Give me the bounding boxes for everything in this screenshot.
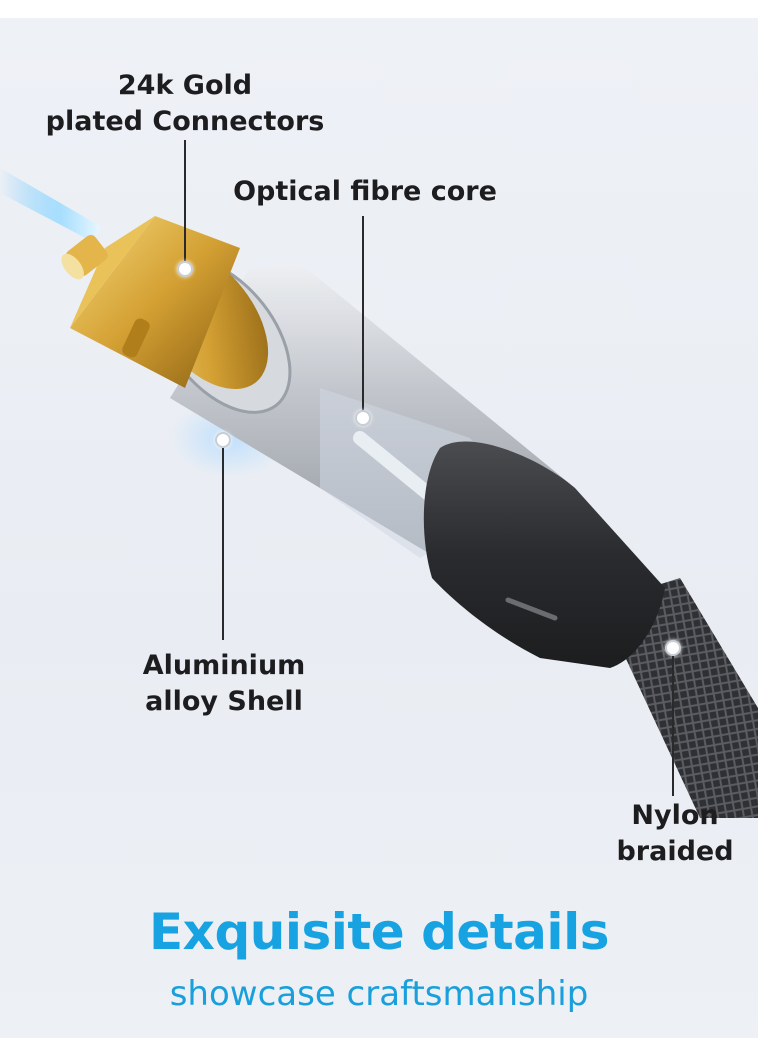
headline: Exquisite details bbox=[149, 903, 609, 961]
label-gold-line1: 24k Gold bbox=[117, 70, 253, 101]
leader-braid bbox=[672, 656, 674, 796]
label-braid-line1: Nylon bbox=[631, 800, 719, 831]
leader-shell bbox=[222, 448, 224, 640]
marker-gold bbox=[177, 261, 193, 277]
product-banner: 24k Gold plated Connectors Optical fibre… bbox=[0, 18, 758, 1038]
label-gold-connectors: 24k Gold plated Connectors bbox=[40, 68, 330, 140]
label-nylon-braided: Nylon braided bbox=[595, 798, 755, 870]
label-shell-line2: alloy Shell bbox=[145, 686, 303, 717]
label-fibre-line1: Optical fibre core bbox=[233, 176, 497, 207]
marker-fibre bbox=[355, 410, 371, 426]
light-beam bbox=[0, 168, 100, 243]
leader-gold bbox=[184, 140, 186, 268]
label-braid-line2: braided bbox=[616, 836, 734, 867]
optical-cable-illustration bbox=[0, 168, 758, 818]
leader-fibre bbox=[362, 216, 364, 411]
strain-relief bbox=[423, 441, 665, 668]
label-shell-line1: Aluminium bbox=[142, 650, 306, 681]
subline: showcase craftsmanship bbox=[169, 974, 589, 1014]
label-aluminium-shell: Aluminium alloy Shell bbox=[124, 648, 324, 720]
label-gold-line2: plated Connectors bbox=[45, 106, 325, 137]
marker-shell bbox=[215, 432, 231, 448]
marker-braid bbox=[665, 640, 681, 656]
label-optical-fibre: Optical fibre core bbox=[230, 174, 500, 210]
gold-connector bbox=[61, 216, 269, 390]
